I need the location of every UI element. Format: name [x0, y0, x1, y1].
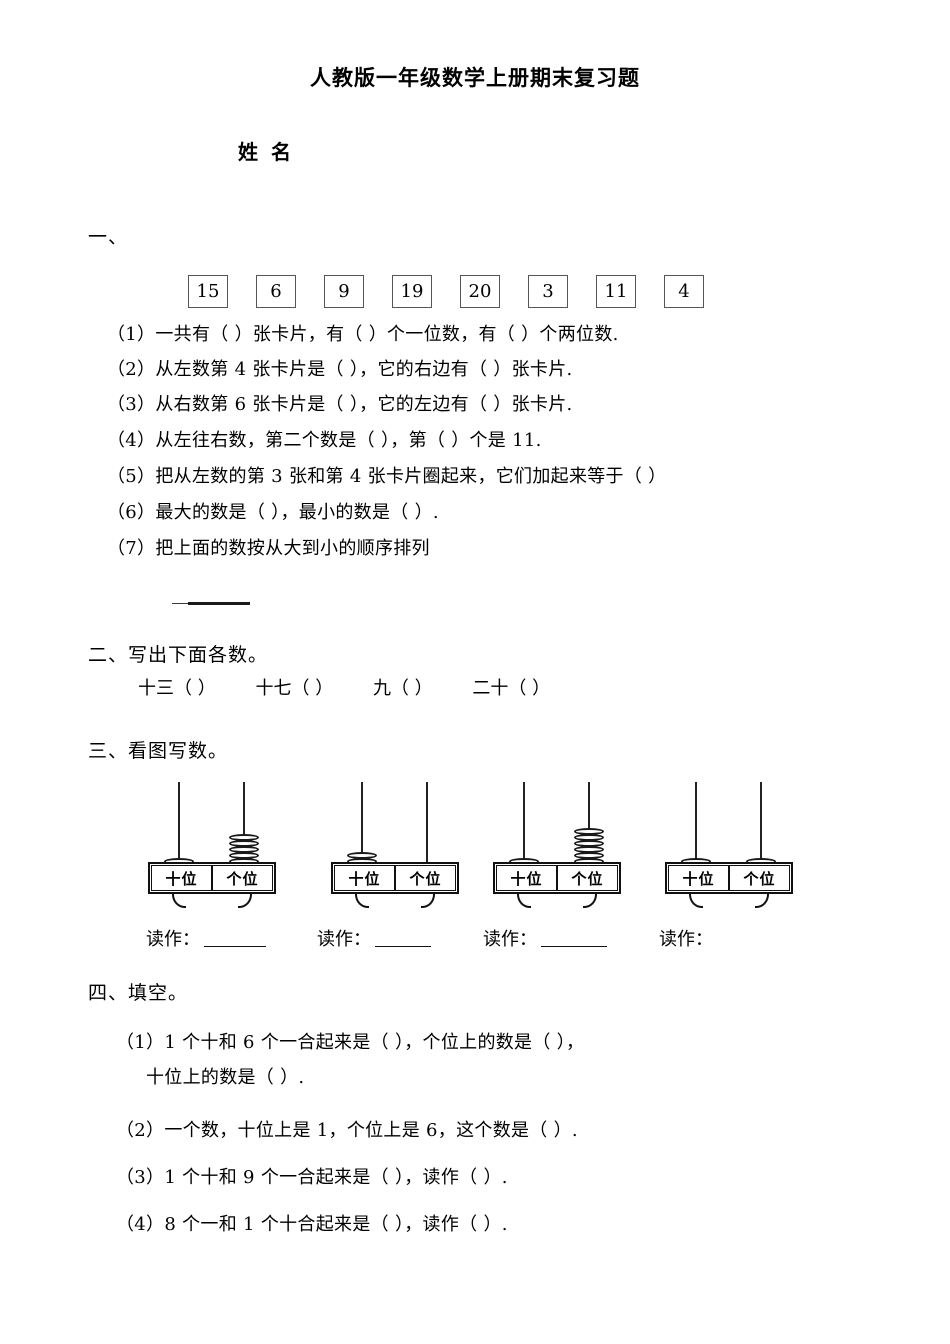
abacus-base: 十位 个位	[148, 862, 276, 894]
ones-rod-icon	[588, 782, 590, 865]
abacus-rods	[148, 782, 278, 865]
section-4-question-2: （2）一个数，十位上是 1，个位上是 6，这个数是（ ）.	[116, 1120, 578, 1141]
ones-beads	[571, 828, 607, 865]
number-card-row: 15 6 9 19 20 3 11 4	[188, 275, 704, 308]
section-2-item: 十七（ ）	[255, 678, 334, 699]
read-aloud-label: 读作：	[146, 929, 200, 950]
section-4-question-1: （1）1 个十和 6 个一合起来是（ ），个位上的数是（ ），	[116, 1032, 585, 1053]
abacus-base: 十位 个位	[665, 862, 793, 894]
section-2-item: 二十（ ）	[472, 678, 551, 699]
ones-rod-icon	[760, 782, 762, 865]
read-aloud-answer: 读作：	[317, 925, 431, 951]
section-1-heading: 一、	[88, 226, 129, 248]
section-3-heading: 三、看图写数。	[88, 740, 229, 762]
section-1-question-2: （2）从左数第 4 张卡片是（ ），它的右边有（ ）张卡片.	[107, 359, 573, 380]
ones-place-label: 个位	[729, 865, 790, 891]
abacus-foot-right	[421, 893, 435, 908]
section-1-question-4: （4）从左往右数，第二个数是（ ），第（ ）个是 11.	[107, 430, 542, 451]
section-1-question-3: （3）从右数第 6 张卡片是（ ），它的左边有（ ）张卡片.	[107, 394, 573, 415]
number-card[interactable]: 9	[324, 275, 364, 308]
ones-place-label: 个位	[212, 865, 273, 891]
section-2-heading: 二、写出下面各数。	[88, 644, 269, 666]
read-aloud-answer: 读作：	[659, 925, 713, 951]
ones-beads	[226, 834, 262, 865]
ones-rod-icon	[426, 782, 428, 865]
abacus-foot-right	[583, 893, 597, 908]
read-aloud-blank[interactable]	[375, 932, 431, 947]
abacus-diagram-row: 十位 个位 十位 个位	[148, 782, 828, 908]
section-4-question-4: （4）8 个一和 1 个十合起来是（ ），读作（ ）.	[116, 1214, 508, 1235]
abacus-diagram: 十位 个位	[493, 782, 623, 908]
read-aloud-label: 读作：	[659, 929, 713, 950]
read-aloud-answer: 读作：	[146, 925, 266, 951]
read-aloud-answer-row: 读作： 读作： 读作： 读作：	[146, 925, 866, 955]
number-card[interactable]: 15	[188, 275, 228, 308]
number-card[interactable]: 20	[460, 275, 500, 308]
tens-place-label: 十位	[334, 865, 395, 891]
read-aloud-answer: 读作：	[483, 925, 607, 951]
abacus-foot-left	[689, 893, 703, 908]
read-aloud-label: 读作：	[317, 929, 371, 950]
section-1-question-7: （7）把上面的数按从大到小的顺序排列	[107, 538, 430, 559]
abacus-foot-right	[238, 893, 252, 908]
abacus-foot-left	[172, 893, 186, 908]
abacus-rods	[331, 782, 461, 865]
abacus-foot-left	[355, 893, 369, 908]
tens-rod-icon	[523, 782, 525, 865]
abacus-diagram: 十位 个位	[665, 782, 795, 908]
section-2-item: 十三（ ）	[138, 678, 216, 699]
read-aloud-blank[interactable]	[204, 932, 266, 947]
ones-place-label: 个位	[557, 865, 618, 891]
abacus-base: 十位 个位	[493, 862, 621, 894]
abacus-diagram: 十位 个位	[331, 782, 461, 908]
abacus-foot-left	[517, 893, 531, 908]
abacus-foot-right	[755, 893, 769, 908]
abacus-rods	[665, 782, 795, 865]
page-title: 人教版一年级数学上册期末复习题	[310, 65, 640, 90]
tens-rod-icon	[695, 782, 697, 865]
tens-place-label: 十位	[151, 865, 212, 891]
student-name-label: 姓 名	[238, 140, 294, 164]
number-card[interactable]: 6	[256, 275, 296, 308]
section-1-answer-rule-bold	[188, 602, 250, 605]
abacus-diagram: 十位 个位	[148, 782, 278, 908]
section-4-question-1-cont: 十位上的数是（ ）.	[146, 1067, 305, 1088]
tens-place-label: 十位	[668, 865, 729, 891]
tens-rod-icon	[178, 782, 180, 865]
section-1-question-5: （5）把从左数的第 3 张和第 4 张卡片圈起来，它们加起来等于（ ）	[107, 466, 667, 487]
ones-rod-icon	[243, 782, 245, 865]
read-aloud-blank[interactable]	[541, 932, 607, 947]
abacus-rods	[493, 782, 623, 865]
section-1-question-6: （6）最大的数是（ ），最小的数是（ ）.	[107, 502, 439, 523]
number-card[interactable]: 19	[392, 275, 432, 308]
read-aloud-label: 读作：	[483, 929, 537, 950]
abacus-base: 十位 个位	[331, 862, 459, 894]
tens-place-label: 十位	[496, 865, 557, 891]
section-2-items: 十三（ ） 十七（ ） 九（ ） 二十（ ）	[138, 674, 584, 700]
section-4-question-3: （3）1 个十和 9 个一合起来是（ ），读作（ ）.	[116, 1167, 508, 1188]
section-2-item: 九（ ）	[372, 678, 433, 699]
ones-place-label: 个位	[395, 865, 456, 891]
section-1-question-1: （1）一共有（ ）张卡片，有（ ）个一位数，有（ ）个两位数.	[107, 324, 619, 345]
number-card[interactable]: 3	[528, 275, 568, 308]
number-card[interactable]: 4	[664, 275, 704, 308]
tens-rod-icon	[361, 782, 363, 865]
section-4-heading: 四、填空。	[88, 982, 189, 1004]
number-card[interactable]: 11	[596, 275, 636, 308]
